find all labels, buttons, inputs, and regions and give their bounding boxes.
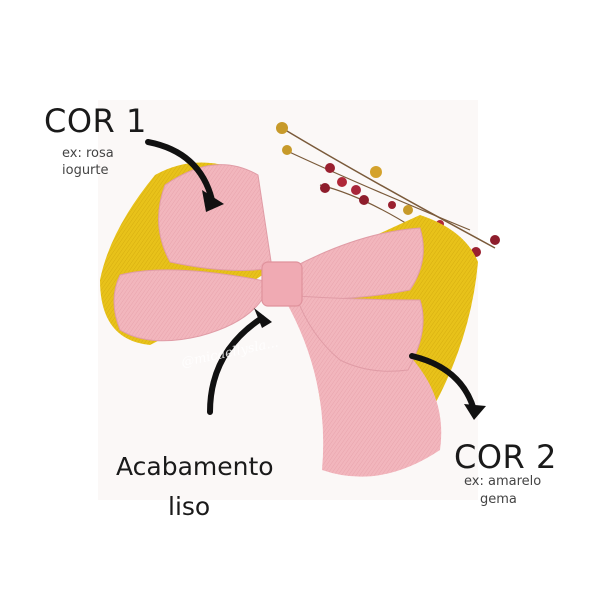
arrows [145, 139, 477, 415]
arrow-cor2 [409, 353, 477, 413]
arrow-finish [207, 315, 265, 415]
arrow-heads [202, 190, 486, 420]
cor2-title: COR 2 [454, 438, 557, 476]
ribbon-knot [261, 261, 303, 307]
arrow-cor1 [145, 139, 215, 203]
ribbon-pink-loops [113, 164, 424, 372]
finish-label-line1: Acabamento [116, 452, 274, 481]
cor2-example-line1: ex: amarelo [464, 474, 542, 489]
finish-label-line2: liso [168, 492, 211, 521]
cor1-example-line1: ex: rosa [62, 146, 114, 161]
cor1-title: COR 1 [44, 102, 147, 140]
cor2-example-line2: gema [480, 492, 517, 507]
cor1-example-line2: iogurte [62, 163, 109, 178]
